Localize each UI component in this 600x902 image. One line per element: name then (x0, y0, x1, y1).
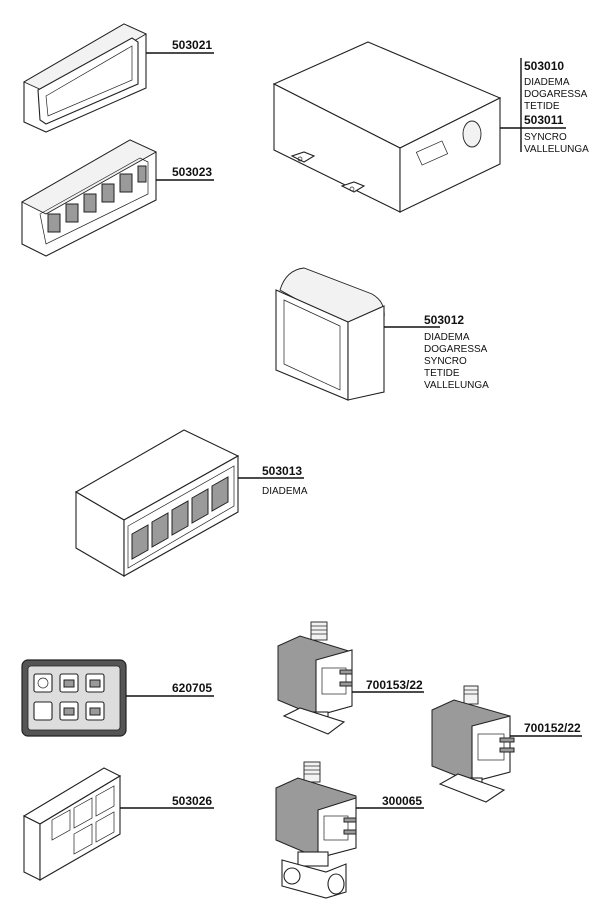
model-503010-3: TETIDE (524, 101, 560, 112)
model-503012-3: SYNCRO (424, 356, 467, 367)
model-503010-2: DOGARESSA (524, 89, 588, 100)
code-503023: 503023 (172, 165, 212, 179)
model-503011-1: SYNCRO (524, 132, 567, 143)
model-503012-2: DOGARESSA (424, 344, 488, 355)
part-503023-drawing (21, 139, 157, 257)
part-503026-drawing (22, 767, 122, 881)
part-503010-drawing (272, 41, 502, 213)
model-503012-1: DIADEMA (424, 332, 470, 343)
code-620705: 620705 (172, 681, 212, 695)
part-700153-drawing (277, 621, 353, 735)
code-503010: 503010 (524, 59, 564, 73)
model-503013-1: DIADEMA (262, 486, 308, 497)
model-503010-1: DIADEMA (524, 77, 570, 88)
part-620705-drawing (21, 659, 127, 737)
part-700152-drawing (431, 685, 515, 803)
code-503026: 503026 (172, 794, 212, 808)
code-503013: 503013 (262, 464, 302, 478)
model-503012-4: TETIDE (424, 368, 460, 379)
model-503011-2: VALLELUNGA (524, 144, 589, 155)
code-503012: 503012 (424, 313, 464, 327)
code-700152-22: 700152/22 (524, 721, 581, 735)
part-503013-drawing (74, 429, 240, 577)
code-300065: 300065 (382, 794, 422, 808)
code-700153-22: 700153/22 (366, 678, 423, 692)
code-503021: 503021 (172, 38, 212, 52)
part-300065-drawing (275, 761, 357, 899)
code-503011: 503011 (524, 113, 564, 127)
part-503012-drawing (275, 267, 385, 401)
part-503021-drawing (23, 23, 147, 133)
model-503012-5: VALLELUNGA (424, 380, 489, 391)
